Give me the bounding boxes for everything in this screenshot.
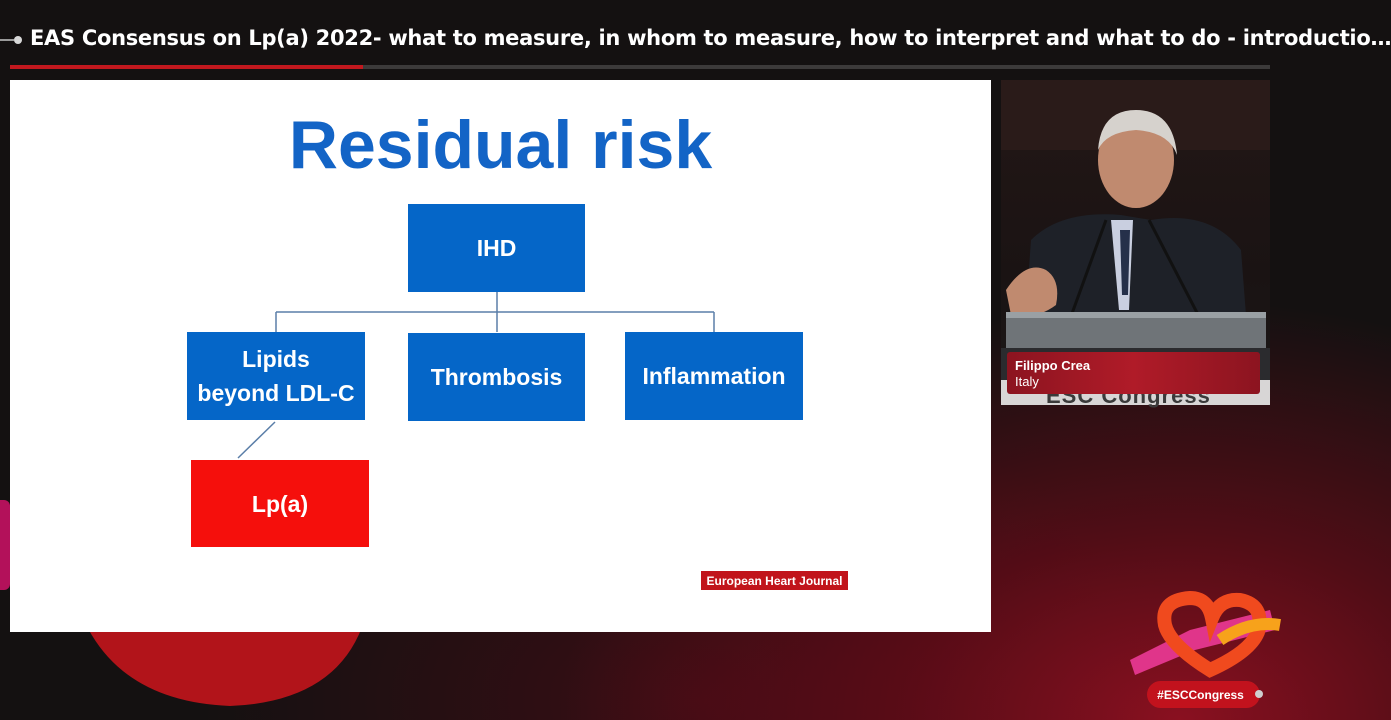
decorative-swoosh: [0, 500, 10, 590]
speaker-name: Filippo Crea: [1015, 358, 1091, 373]
speaker-country: Italy: [1015, 374, 1039, 389]
hashtag-badge[interactable]: #ESCCongress: [1147, 681, 1260, 708]
decorative-red-shape: [90, 632, 360, 706]
video-title: EAS Consensus on Lp(a) 2022- what to mea…: [30, 26, 1391, 50]
box-inflammation-label: Inflammation: [642, 363, 786, 389]
box-lipids-line2: beyond LDL-C: [197, 380, 355, 406]
box-ihd: IHD: [408, 204, 585, 292]
speaker-lower-third: Filippo Crea Italy: [1007, 352, 1260, 394]
box-ihd-label: IHD: [476, 235, 517, 261]
box-lipids-line1: Lipids: [242, 346, 310, 372]
video-progress-fill: [10, 65, 363, 69]
slide-title: Residual risk: [288, 107, 713, 183]
box-inflammation: Inflammation: [625, 332, 803, 420]
speaker-video: ESC Congress Filippo Crea Italy: [1001, 80, 1270, 408]
hashtag-dot-icon: [1255, 690, 1263, 698]
header-dot-icon: [14, 36, 22, 44]
esc-heart-logo-icon: [1130, 590, 1281, 678]
video-header: EAS Consensus on Lp(a) 2022- what to mea…: [0, 0, 1391, 78]
box-thrombosis: Thrombosis: [408, 333, 585, 421]
presentation-slide: Residual risk IHD Lipids beyond LDL-C Th…: [10, 80, 991, 632]
source-badge: European Heart Journal: [701, 571, 848, 590]
speaker-figure: [1001, 80, 1270, 380]
box-lpa: Lp(a): [191, 460, 369, 547]
box-thrombosis-label: Thrombosis: [430, 364, 563, 390]
box-lipids: Lipids beyond LDL-C: [187, 332, 365, 420]
connector-lpa: [237, 421, 276, 459]
box-lpa-label: Lp(a): [251, 490, 309, 517]
video-progress-bar[interactable]: [10, 65, 1270, 69]
header-divider: [0, 39, 14, 41]
org-chart-connectors: [237, 292, 715, 459]
